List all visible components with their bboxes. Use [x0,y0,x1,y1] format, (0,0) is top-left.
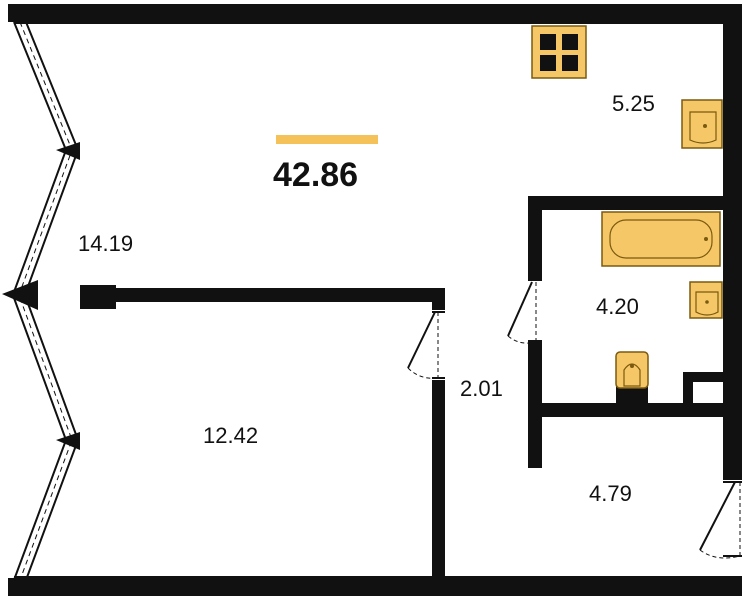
window-lower-outer [13,297,68,581]
room-area-living: 14.19 [78,231,133,256]
bedroom-door-arc [407,367,439,379]
window-joint-markers [2,142,80,450]
room-area-kitchen: 5.25 [612,91,655,116]
left-wall-top-corner [8,4,28,22]
washbasin-drain [705,300,709,304]
room-area-corridor: 2.01 [460,376,503,401]
toilet-icon [615,351,649,404]
room-area-bedroom: 12.42 [203,423,258,448]
stove-burner-2 [562,34,578,50]
bedroom-door [407,311,445,379]
toilet-seat [623,363,641,387]
partition-stub [80,285,116,309]
shaft-box [683,372,725,382]
stove-burner-1 [540,34,556,50]
door-swing-icon [407,279,742,559]
partition-living-bedroom [112,288,445,302]
bathroom-door-leaf [507,281,533,337]
entrance-door [699,481,742,559]
window-joint-bottom [56,432,80,450]
kitchen-sink-icon [681,99,723,149]
total-area-label: 42.86 [273,156,358,194]
bedroom-wall-upper [432,288,445,310]
window-upper-inner [25,21,80,293]
right-wall-upper [723,4,742,406]
bathroom-door [507,279,542,344]
washbasin-icon [689,281,723,319]
shaft-box-side [683,372,693,408]
bathtub-drain [704,237,708,241]
toilet-flush [630,364,634,368]
stove-burner-3 [540,55,556,71]
stove-burner-4 [562,55,578,71]
room-area-hall: 4.79 [589,481,632,506]
interior-walls [80,196,725,580]
bathroom-top-wall [528,196,724,210]
left-wall-bottom-corner [8,578,38,596]
bathtub-inner [609,219,713,259]
exterior-walls [8,4,742,596]
total-area-accent-bar [276,135,378,144]
window-joint-middle [2,280,38,310]
entrance-door-leaf [699,481,736,551]
bathroom-left-wall-upper [528,196,542,280]
stove-icon [531,25,587,79]
bathroom-door-arc [507,335,537,344]
bathtub-icon [601,211,721,267]
kitchen-sink-drain [703,124,707,128]
top-wall [14,4,742,24]
bottom-wall [14,576,742,596]
bathroom-bottom-wall [528,403,724,417]
toilet-tank [616,384,648,404]
room-area-bathroom: 4.20 [596,294,639,319]
right-wall-lower [723,406,742,480]
kitchen-sink-basin [689,111,717,144]
bedroom-wall-lower [432,380,445,580]
bedroom-door-leaf [407,311,436,369]
window-joint-top [56,142,80,160]
